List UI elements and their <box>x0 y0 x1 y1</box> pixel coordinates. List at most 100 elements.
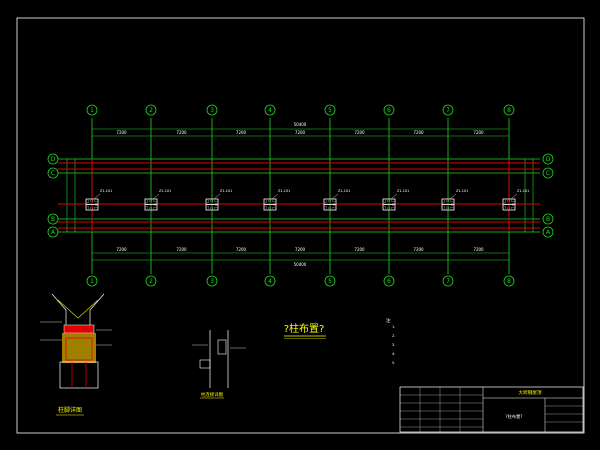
anchor-bolt-group <box>65 337 93 361</box>
axis-label-1: 1 <box>90 107 94 114</box>
column-leader <box>449 193 457 200</box>
plan-title: ?柱布置? <box>284 322 325 335</box>
axis-label-8: 8 <box>507 107 511 114</box>
column-tag: Z1-1X1 <box>456 189 468 193</box>
axis-bubble-icon <box>47 153 59 165</box>
axis-label-C: C <box>51 170 55 177</box>
axis-bubble-icon <box>264 275 276 287</box>
column-leader <box>390 193 398 200</box>
axis-label-5: 5 <box>328 278 332 285</box>
column-group: Z1-1X1 <box>382 189 409 211</box>
column-leader <box>271 193 279 200</box>
drawing-name: ?柱布置? <box>505 413 522 420</box>
dimension-text-bottom: 7200 <box>473 247 484 252</box>
column-baseplate <box>87 200 97 209</box>
note-number: 3. <box>392 343 395 347</box>
axis-label-4: 4 <box>268 278 272 285</box>
axis-label-D: D <box>546 156 551 163</box>
axis-label-4: 4 <box>268 107 272 114</box>
column-baseplate <box>325 200 335 209</box>
connection-plate <box>217 339 227 355</box>
column-group: Z1-1X1 <box>205 189 232 211</box>
axis-bubble-icon <box>542 213 554 225</box>
base-plate <box>63 324 95 334</box>
axis-bubble-icon <box>47 167 59 179</box>
title-block-frame <box>399 386 584 433</box>
column-leader <box>152 193 160 200</box>
axis-bubble-icon <box>324 275 336 287</box>
axis-label-3: 3 <box>210 278 214 285</box>
general-notes: 注1.2.3.4.5. <box>386 317 395 365</box>
column-leader <box>213 193 221 200</box>
note-number: 2. <box>392 334 395 338</box>
column-baseplate <box>207 200 217 209</box>
column-layout-plan: 7200 7200 7200 7200 7200 7200 7200 7200 7200 7200… <box>47 104 554 287</box>
middle-detail-caption: 柱连接详图 <box>201 391 224 398</box>
dimension-text-bottom: 7200 <box>236 247 247 252</box>
column-group: Z1-1X1 <box>144 189 171 211</box>
concrete-pedestal <box>62 333 96 363</box>
overall-dimension-top: 50400 <box>294 122 307 127</box>
dimension-text-bottom: 7200 <box>176 247 187 252</box>
left-detail-caption: 柱脚详图 <box>58 406 82 414</box>
axis-bubble-icon <box>86 275 98 287</box>
column-tag: Z1-1X1 <box>397 189 409 193</box>
column-baseplate <box>384 200 394 209</box>
axis-label-D: D <box>51 156 56 163</box>
dimension-text-bottom: 7200 <box>116 247 127 252</box>
column-leader <box>93 193 101 200</box>
dimension-text-top: 7200 <box>473 130 484 135</box>
column-baseplate <box>146 200 156 209</box>
dimension-text-bottom: 7200 <box>413 247 424 252</box>
dimension-text-bottom: 7200 <box>295 247 306 252</box>
axis-bubble-icon <box>324 104 336 116</box>
axis-label-B: B <box>51 216 55 223</box>
axis-bubble-icon <box>442 104 454 116</box>
dimension-text-top: 7200 <box>295 130 306 135</box>
axis-bubble-icon <box>47 213 59 225</box>
dimension-text-top: 7200 <box>236 130 247 135</box>
axis-bubble-icon <box>145 275 157 287</box>
column-leader <box>510 193 518 200</box>
base-flange-outline <box>51 293 105 325</box>
axis-bubble-icon <box>503 275 515 287</box>
axis-label-6: 6 <box>387 107 391 114</box>
axis-label-A: A <box>51 229 56 236</box>
dimension-text-top: 7200 <box>176 130 187 135</box>
column-tag: Z1-1X1 <box>220 189 232 193</box>
axis-bubble-icon <box>442 275 454 287</box>
dimension-text-top: 7200 <box>354 130 365 135</box>
axis-label-A: A <box>546 229 551 236</box>
axis-bubble-icon <box>206 275 218 287</box>
axis-bubble-icon <box>542 226 554 238</box>
project-name: 大跨钢屋顶 <box>519 389 542 396</box>
axis-label-2: 2 <box>149 107 153 114</box>
column-group: Z1-1X1 <box>85 189 112 211</box>
axis-label-6: 6 <box>387 278 391 285</box>
axis-label-7: 7 <box>446 107 450 114</box>
axis-label-B: B <box>546 216 550 223</box>
dimension-text-top: 7200 <box>413 130 424 135</box>
note-number: 1. <box>392 325 395 329</box>
axis-label-1: 1 <box>90 278 94 285</box>
column-leader <box>331 193 339 200</box>
axis-bubble-icon <box>542 153 554 165</box>
footing-outline <box>59 361 99 389</box>
column-baseplate <box>265 200 275 209</box>
dimension-text-bottom: 7200 <box>354 247 365 252</box>
base-stiffener <box>57 299 99 319</box>
column-tag: Z1-1X1 <box>517 189 529 193</box>
note-number: 5. <box>392 361 395 365</box>
axis-label-8: 8 <box>507 278 511 285</box>
column-tag: Z1-1X1 <box>100 189 112 193</box>
note-number: 4. <box>392 352 395 356</box>
axis-label-C: C <box>546 170 550 177</box>
dimension-text-top: 7200 <box>116 130 127 135</box>
column-group: Z1-1X1 <box>441 189 468 211</box>
overall-dimension-bottom: 50400 <box>294 262 307 267</box>
column-tag: Z1-1X1 <box>278 189 290 193</box>
axis-bubble-icon <box>47 226 59 238</box>
axis-label-7: 7 <box>446 278 450 285</box>
